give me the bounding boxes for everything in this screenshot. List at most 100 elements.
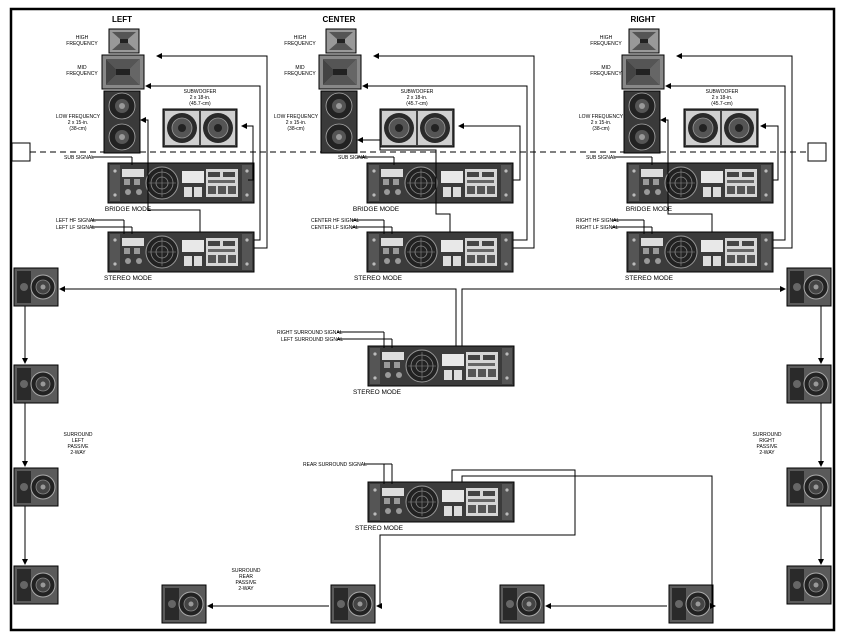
center-high-label-2: FREQUENCY <box>284 41 316 47</box>
right-high-label-2: FREQUENCY <box>590 41 622 47</box>
left-low-label-2: 2 x 15-in. <box>68 120 89 126</box>
surround-right-label-3: PASSIVE <box>756 444 778 450</box>
side-surround-amplifier <box>367 345 515 387</box>
surround-right-speaker-1 <box>786 267 832 307</box>
center-title: CENTER <box>323 15 356 24</box>
surround-right-label-1: SURROUND <box>753 432 782 438</box>
right-stack: RIGHT HIGH FREQUENCY MID FREQUENCY LOW F… <box>579 15 759 154</box>
right-low-frequency-cabinet <box>623 90 661 154</box>
side-surround-stereo-mode-label: STEREO MODE <box>353 389 402 396</box>
center-mid-label-2: FREQUENCY <box>284 71 316 77</box>
left-hf-signal-label: LEFT HF SIGNAL <box>56 218 96 224</box>
stack-wiring <box>140 53 793 249</box>
left-sub-label-2: 2 x 18-in. <box>190 95 211 101</box>
right-subwoofer <box>683 108 759 148</box>
surround-left-speaker-4 <box>13 565 59 605</box>
center-low-label-3: (38-cm) <box>287 126 305 132</box>
left-subwoofer <box>162 108 238 148</box>
left-sub-label-1: SUBWOOFER <box>184 89 217 95</box>
right-high-frequency-horn <box>628 28 660 54</box>
right-sub-label-3: (45.7-cm) <box>711 101 733 107</box>
right-hf-signal-label: RIGHT HF SIGNAL <box>576 218 619 224</box>
stage-marker-left <box>11 142 31 162</box>
left-stereo-mode-label: STEREO MODE <box>104 275 153 282</box>
center-sub-label-2: 2 x 18-in. <box>407 95 428 101</box>
left-stereo-amplifier <box>107 231 255 273</box>
surround-left-speaker-2 <box>13 364 59 404</box>
left-sub-label-3: (45.7-cm) <box>189 101 211 107</box>
left-surround-signal-label: LEFT SURROUND SIGNAL <box>281 337 343 343</box>
right-mid-label-1: MID <box>601 65 611 71</box>
right-stereo-amplifier <box>626 231 774 273</box>
left-low-label-1: LOW FREQUENCY <box>56 114 101 120</box>
right-low-label-3: (38-cm) <box>592 126 610 132</box>
surround-right-speaker-4 <box>786 565 832 605</box>
left-sub-signal-label: SUB SIGNAL <box>64 155 94 161</box>
surround-rear-speaker-4 <box>668 584 714 624</box>
right-title: RIGHT <box>631 15 656 24</box>
surround-right-speaker-3 <box>786 467 832 507</box>
left-bridge-mode-label: BRIDGE MODE <box>105 206 152 213</box>
surround-rear-speaker-2 <box>330 584 376 624</box>
stage-marker-right <box>807 142 827 162</box>
surround-right-label-2: RIGHT <box>759 438 775 444</box>
right-bridge-mode-label: BRIDGE MODE <box>626 206 673 213</box>
center-mid-frequency-horn <box>318 54 362 90</box>
right-low-label-1: LOW FREQUENCY <box>579 114 624 120</box>
surround-wiring <box>22 286 824 609</box>
left-stack: LEFT HIGH FREQUENCY MID FREQUENCY LOW FR… <box>56 15 238 154</box>
center-lf-signal-label: CENTER LF SIGNAL <box>311 225 359 231</box>
surround-rear-label-2: REAR <box>239 574 253 580</box>
left-bridge-amplifier <box>107 162 255 204</box>
surround-rear-label-3: PASSIVE <box>235 580 257 586</box>
outer-frame <box>9 7 836 632</box>
center-low-frequency-cabinet <box>320 90 358 154</box>
center-sub-label-1: SUBWOOFER <box>401 89 434 95</box>
surround-right-label: SURROUND RIGHT PASSIVE 2-WAY <box>753 432 782 456</box>
surround-left-speaker-1 <box>13 267 59 307</box>
center-bridge-mode-label: BRIDGE MODE <box>353 206 400 213</box>
right-high-label-1: HIGH <box>600 35 613 41</box>
center-sub-label-3: (45.7-cm) <box>406 101 428 107</box>
center-stereo-amplifier <box>366 231 514 273</box>
signal-inputs <box>92 156 653 484</box>
center-mid-label-1: MID <box>295 65 305 71</box>
left-high-label-1: HIGH <box>76 35 89 41</box>
surround-left-label-3: PASSIVE <box>67 444 89 450</box>
rear-surround-amplifier <box>367 481 515 523</box>
left-mid-label-2: FREQUENCY <box>66 71 98 77</box>
surround-left-label-1: SURROUND <box>64 432 93 438</box>
right-sub-label-1: SUBWOOFER <box>706 89 739 95</box>
center-low-label-1: LOW FREQUENCY <box>274 114 319 120</box>
right-mid-frequency-horn <box>621 54 665 90</box>
left-low-label-3: (38-cm) <box>69 126 87 132</box>
surround-left-speaker-3 <box>13 467 59 507</box>
rear-surround-signal-label: REAR SURROUND SIGNAL <box>303 462 367 468</box>
surround-rear-label: SURROUND REAR PASSIVE 2-WAY <box>232 568 261 592</box>
center-stereo-mode-label: STEREO MODE <box>354 275 403 282</box>
center-subwoofer <box>379 108 455 148</box>
center-bridge-amplifier <box>366 162 514 204</box>
right-low-label-2: 2 x 15-in. <box>591 120 612 126</box>
right-surround-signal-label: RIGHT SURROUND SIGNAL <box>277 330 343 336</box>
surround-rear-speaker-1 <box>161 584 207 624</box>
surround-rear-label-1: SURROUND <box>232 568 261 574</box>
surround-left-label-2: LEFT <box>72 438 84 444</box>
right-sub-signal-label: SUB SIGNAL <box>586 155 616 161</box>
left-mid-frequency-horn <box>101 54 145 90</box>
left-mid-label-1: MID <box>77 65 87 71</box>
left-high-label-2: FREQUENCY <box>66 41 98 47</box>
right-lf-signal-label: RIGHT LF SIGNAL <box>576 225 619 231</box>
right-sub-label-2: 2 x 18-in. <box>712 95 733 101</box>
right-mid-label-2: FREQUENCY <box>590 71 622 77</box>
surround-rear-speaker-3 <box>499 584 545 624</box>
left-title: LEFT <box>112 15 132 24</box>
surround-right-speaker-2 <box>786 364 832 404</box>
surround-rear-label-4: 2-WAY <box>238 586 254 592</box>
left-high-frequency-horn <box>108 28 140 54</box>
center-high-label-1: HIGH <box>294 35 307 41</box>
right-bridge-amplifier <box>626 162 774 204</box>
right-stereo-mode-label: STEREO MODE <box>625 275 674 282</box>
